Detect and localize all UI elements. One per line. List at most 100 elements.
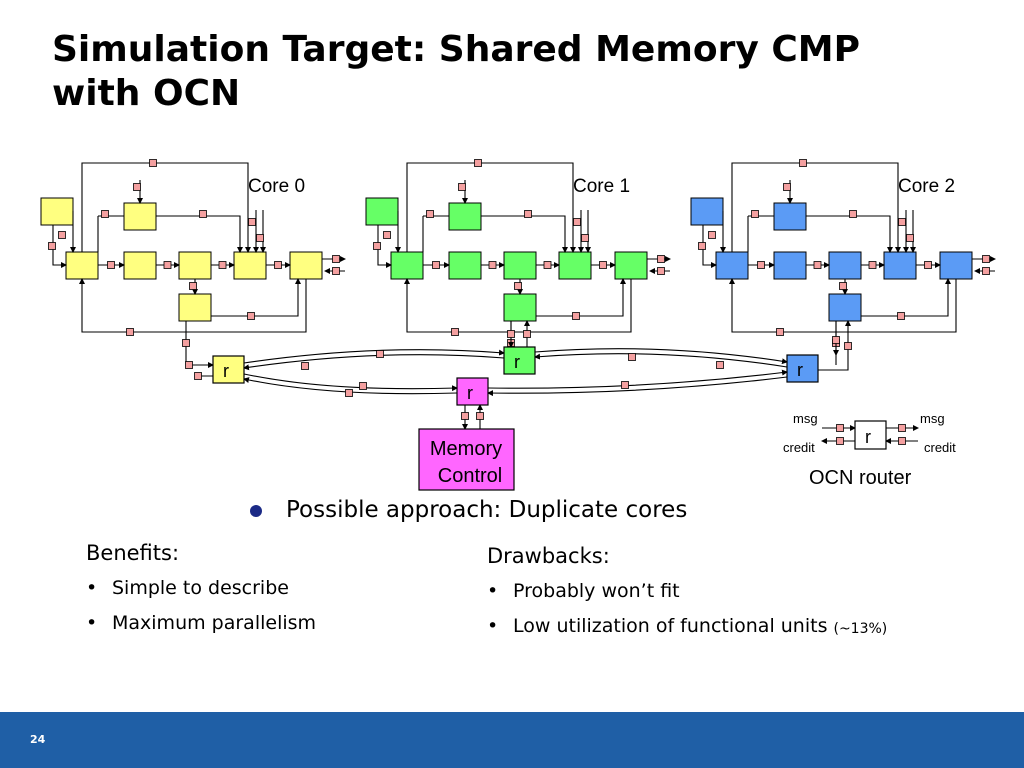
pipeline-register — [476, 412, 484, 420]
pipeline-register — [301, 362, 309, 370]
router-core-1 — [503, 346, 536, 375]
core-0-label: Core 0 — [248, 176, 305, 197]
pipeline-register — [218, 261, 227, 269]
wire — [729, 278, 957, 333]
pipeline-register — [332, 255, 340, 263]
list-item: • Low utilization of functional units (~13… — [487, 615, 887, 637]
wire — [481, 215, 568, 253]
wire — [702, 225, 717, 268]
memory-control-box — [418, 428, 515, 491]
pipeline-stage — [448, 251, 482, 280]
ocn-router-legend: r msg msg credit credit OCN router — [783, 411, 956, 489]
pipeline-register — [189, 282, 197, 290]
drawback-item-text: Probably won’t fit — [513, 580, 680, 602]
title-line-1: Simulation Target: Shared Memory CMP — [52, 29, 860, 70]
core-2 — [690, 159, 996, 365]
pipeline-register — [898, 218, 906, 226]
pipeline-register — [163, 261, 172, 269]
pipeline-register — [332, 267, 340, 275]
pipeline-register — [345, 389, 353, 397]
bullet-icon: • — [487, 615, 499, 637]
memory-control-line-2: Control — [438, 465, 502, 487]
pipeline-register — [126, 328, 134, 336]
wire — [818, 320, 851, 371]
pipeline-stage — [773, 202, 807, 231]
slide-footer: 24 — [0, 712, 1024, 768]
benefits-column: Benefits: •Simple to describe •Maximum p… — [86, 541, 316, 647]
core-0 — [40, 159, 346, 365]
pipeline-register — [982, 255, 990, 263]
pipeline-register — [149, 159, 157, 167]
list-item: • Probably won’t fit — [487, 580, 887, 602]
pipeline-register — [451, 328, 459, 336]
pipeline-register — [924, 261, 932, 269]
pipeline-register — [599, 261, 607, 269]
utilization-note: (~13%) — [833, 621, 888, 637]
router-core-2 — [786, 354, 819, 383]
pipeline-register — [708, 231, 716, 239]
pipeline-register — [813, 261, 822, 269]
pipeline-register — [844, 342, 852, 350]
pipeline-register — [461, 412, 469, 420]
pipeline-stage — [614, 251, 648, 280]
legend-caption: OCN router — [809, 467, 912, 489]
ocn-link — [487, 376, 788, 397]
pipeline-register — [657, 255, 665, 263]
router-core-0 — [212, 355, 245, 384]
pipeline-register — [799, 159, 807, 167]
pipeline-stage — [123, 251, 157, 280]
pipeline-stage — [939, 251, 973, 280]
benefit-item-text: Simple to describe — [112, 577, 289, 599]
pipeline-register — [698, 242, 706, 250]
ocn-link — [243, 349, 505, 364]
wire — [156, 215, 243, 253]
pipeline-stage — [390, 251, 424, 280]
pipeline-register — [514, 282, 522, 290]
legend-credit-right: credit — [924, 440, 956, 455]
core-2-label: Core 2 — [898, 176, 955, 197]
bullet-icon: • — [86, 612, 98, 634]
pipeline-stage — [178, 251, 212, 280]
pipeline-register — [199, 210, 207, 218]
pipeline-register — [776, 328, 784, 336]
pipeline-stage — [503, 293, 537, 322]
pipeline-register — [716, 361, 724, 369]
title-line-2: with OCN — [52, 73, 241, 114]
pipeline-register — [48, 242, 56, 250]
pipeline-register — [274, 261, 282, 269]
pipeline-stage — [828, 251, 862, 280]
pipeline-register — [383, 231, 391, 239]
pipeline-register — [523, 330, 531, 338]
wire — [731, 162, 901, 253]
pipeline-register — [359, 382, 367, 390]
pipeline-register — [572, 312, 580, 320]
pipeline-stage — [289, 251, 323, 280]
list-item: • Simple to describe — [86, 577, 316, 599]
router-core-1-label: r — [514, 352, 520, 372]
drawback-item-text: Low utilization of functional units — [513, 615, 828, 637]
cmp-diagram: Core 0 Core 1 Core 2 r r r r Memory Cont… — [40, 159, 996, 491]
pipeline-stage — [123, 202, 157, 231]
pipeline-register — [376, 350, 384, 358]
drawbacks-heading: Drawbacks: — [487, 544, 610, 568]
pipeline-register — [897, 312, 905, 320]
pipeline-register — [432, 261, 440, 269]
bullet-icon: • — [86, 577, 98, 599]
pipeline-stage — [40, 197, 74, 226]
pipeline-register — [657, 267, 665, 275]
pipeline-register — [751, 210, 759, 218]
pipeline-register — [906, 234, 914, 242]
pipeline-register — [101, 210, 109, 218]
pipeline-stage — [448, 202, 482, 231]
pipeline-register — [248, 218, 256, 226]
legend-router-label: r — [865, 427, 871, 447]
router-memory — [456, 377, 489, 406]
ocn-link — [534, 348, 788, 365]
bullet-icon: • — [487, 580, 499, 602]
pipeline-register — [185, 361, 193, 369]
pipeline-register — [107, 261, 115, 269]
pipeline-register — [373, 242, 381, 250]
pipeline-register — [256, 234, 264, 242]
wire — [81, 162, 251, 253]
wire — [404, 278, 632, 333]
